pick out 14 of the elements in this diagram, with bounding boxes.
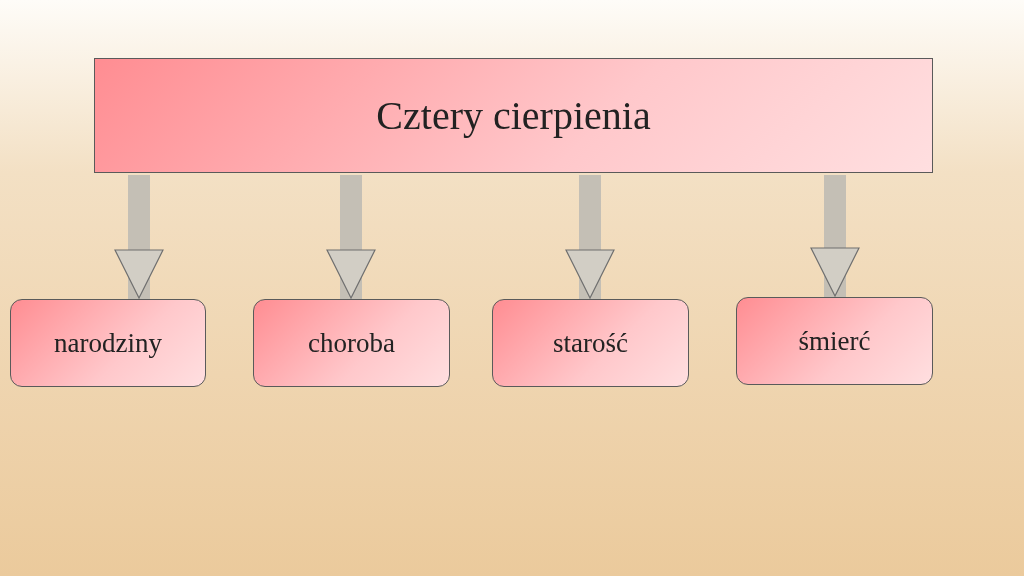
title-box: [94, 58, 933, 173]
block-arrow: [114, 175, 164, 299]
label-text: choroba: [308, 327, 395, 359]
block-arrow: [565, 175, 615, 299]
block-arrow: [326, 175, 376, 299]
label-text: narodziny: [54, 327, 162, 359]
block-arrow: [810, 175, 860, 297]
item-box: [253, 299, 450, 387]
item-box: [492, 299, 689, 387]
item-box: [736, 297, 933, 385]
label-text: Cztery cierpienia: [376, 92, 651, 139]
item-box: [10, 299, 206, 387]
label-text: starość: [553, 327, 628, 359]
label-text: śmierć: [798, 325, 871, 357]
